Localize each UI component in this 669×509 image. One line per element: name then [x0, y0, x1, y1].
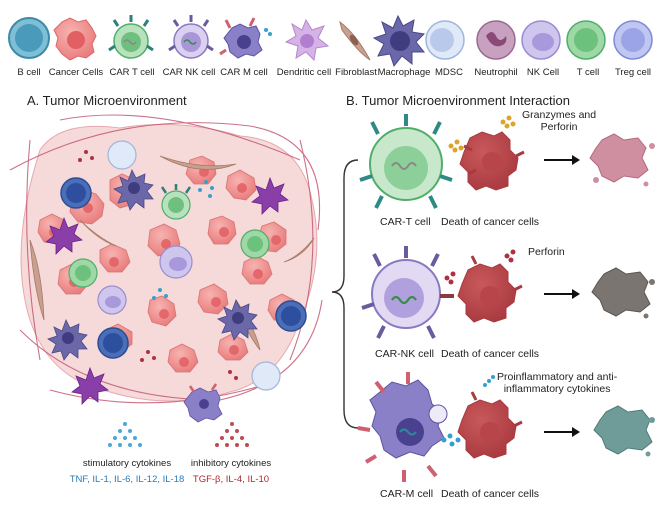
car-t-cell-icon [108, 15, 154, 59]
b-cell-icon [8, 17, 50, 59]
inhibitory-cytokines-label: inhibitory cytokines [190, 458, 272, 469]
car-t-secreted-label: Granzymes and Perforin [522, 109, 597, 133]
arrow-icon [572, 289, 580, 299]
legend-label-car-m-cell: CAR M cell [220, 67, 268, 78]
legend-label-macrophage: Macrophage [377, 67, 431, 78]
neutrophil-icon [476, 20, 516, 60]
inhibitory-cytokine-dots [215, 422, 249, 447]
fibroblast-icon [339, 20, 371, 61]
stimulatory-cytokines-list: TNF, IL-1, IL-6, IL-12, IL-18 [69, 474, 185, 485]
arrow-icon [572, 427, 580, 437]
car-nk-cell-label: CAR-NK cell [375, 348, 434, 360]
legend-label-car-nk-cell: CAR NK cell [162, 67, 216, 78]
inhibitory-cytokines-list: TGF-β, IL-4, IL-10 [192, 474, 270, 485]
cancer-cell-icon [53, 17, 97, 61]
legend-label-cancer-cells: Cancer Cells [48, 67, 104, 78]
car-t-outcome-label: Death of cancer cells [441, 216, 540, 228]
car-nk-interaction-row [361, 246, 655, 339]
car-t-interaction-row [359, 114, 655, 209]
legend-label-treg-cell: Treg cell [614, 67, 652, 78]
nk-cell-icon [521, 20, 561, 60]
legend-icons [8, 14, 653, 68]
t-cell-icon [566, 20, 606, 60]
dendritic-cell-icon [284, 18, 330, 62]
car-nk-secreted-label: Perforin [528, 246, 565, 258]
car-nk-cell-icon [168, 15, 214, 59]
macrophage-icon [372, 14, 426, 68]
car-m-secreted-label: Proinflammatory and anti- inflammatory c… [497, 371, 618, 395]
legend-label-mdsc: MDSC [435, 67, 463, 78]
legend-label-neutrophil: Neutrophil [474, 67, 518, 78]
stimulatory-cytokine-dots [108, 422, 142, 447]
car-m-interaction-row [357, 372, 655, 482]
legend-label-nk-cell: NK Cell [526, 67, 560, 78]
stimulatory-cytokines-label: stimulatory cytokines [82, 458, 172, 469]
legend-label-b-cell: B cell [17, 67, 41, 78]
legend-label-dendritic-cell: Dendritic cell [276, 67, 332, 78]
panel-brace [331, 159, 359, 429]
panel-a-title: A. Tumor Microenvironment [27, 93, 187, 108]
arrow-icon [572, 155, 580, 165]
legend-label-t-cell: T cell [576, 67, 600, 78]
car-nk-outcome-label: Death of cancer cells [441, 348, 540, 360]
legend-label-car-t-cell: CAR T cell [109, 67, 155, 78]
car-m-cell-icon [219, 17, 272, 59]
tumor-microenvironment-illustration [9, 114, 323, 447]
car-m-outcome-label: Death of cancer cells [441, 488, 540, 500]
panel-b-title: B. Tumor Microenvironment Interaction [346, 93, 570, 108]
car-m-cell-label: CAR-M cell [380, 488, 434, 500]
mdsc-icon [425, 20, 465, 60]
legend-label-fibroblast: Fibroblast [335, 67, 377, 78]
treg-cell-icon [613, 20, 653, 60]
car-t-cell-label: CAR-T cell [380, 216, 431, 228]
